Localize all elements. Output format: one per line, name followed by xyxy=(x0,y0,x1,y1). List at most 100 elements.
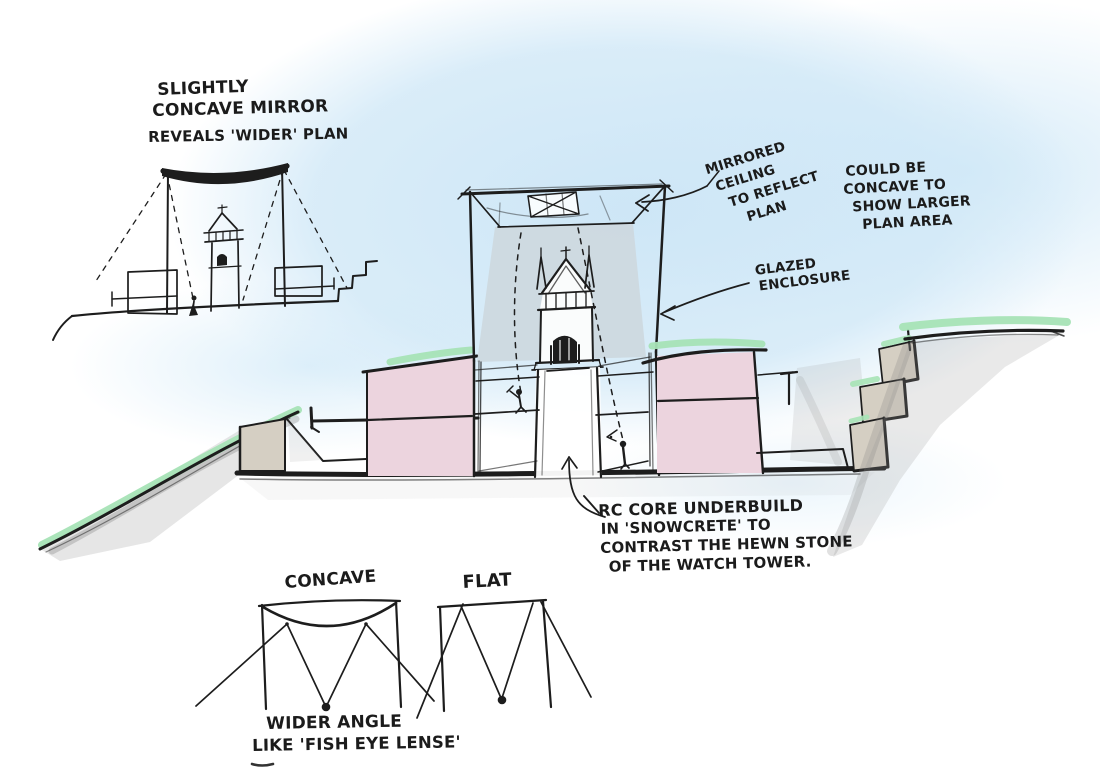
sketch-figure-head xyxy=(191,295,197,301)
left-room-roof-grass xyxy=(386,346,475,366)
reflected-plan-diag2 xyxy=(530,191,577,218)
core-arrow-head1 xyxy=(561,456,570,470)
concave-ray-inner-right xyxy=(326,623,367,706)
core-arrow-stem xyxy=(568,459,606,518)
sketch-cone-ray1 xyxy=(93,173,167,285)
sketch-cornice-top xyxy=(203,229,244,234)
concave-ray-outer-left xyxy=(195,623,288,707)
podium-line1 xyxy=(534,358,601,365)
mirrored-ceiling xyxy=(470,186,665,228)
podium-link-left xyxy=(533,362,537,371)
right-hill-fork-end xyxy=(1047,329,1065,337)
right-bay-inner-wall xyxy=(648,352,651,467)
terrace-c-shadow xyxy=(852,416,890,473)
sketch-tower-base-line xyxy=(208,265,242,269)
flat-ray-outer-left xyxy=(416,603,464,719)
enclosure-right-frame xyxy=(654,184,667,354)
corner-tick-left xyxy=(457,186,471,200)
tower-body-right xyxy=(591,307,594,362)
terrace-a-fill xyxy=(879,341,918,386)
watch-tower xyxy=(531,245,604,371)
reflected-plan-tick1 xyxy=(545,193,549,217)
core-arrow-head2 xyxy=(568,456,578,469)
figure-left xyxy=(506,385,527,414)
figure-right xyxy=(606,429,630,470)
core-arrow xyxy=(561,456,606,518)
annotation-slightly-line3: REVEALS 'WIDER' PLAN xyxy=(148,124,349,146)
sketch-steps xyxy=(337,260,378,302)
sketch-mirror-knob-left xyxy=(160,168,166,174)
left-bay-inner-wall xyxy=(479,361,482,472)
right-room xyxy=(641,338,768,475)
flat-mirror-diagram xyxy=(416,598,592,719)
figure-right-view-mark xyxy=(606,429,618,442)
figure-left-leg2 xyxy=(520,406,527,413)
right-room-floor-line xyxy=(656,396,760,403)
reflected-plan-tick2 xyxy=(561,192,565,216)
enclosure-top-frame xyxy=(460,184,671,196)
flat-ray-inner-left xyxy=(460,605,502,699)
concave-top-line xyxy=(257,599,402,608)
caption-wider-angle-line1: WIDER ANGLE xyxy=(266,711,403,734)
right-hill-shading xyxy=(833,333,1063,557)
left-bay-floor-lower xyxy=(474,409,540,415)
tower-body-left xyxy=(539,309,542,363)
sketch-cornice-bottom xyxy=(204,238,244,243)
tower-doorway xyxy=(553,335,577,364)
figure-left-leg1 xyxy=(515,406,522,414)
concave-focus-dot xyxy=(321,702,331,712)
sketch-tower-side-right xyxy=(237,240,240,309)
sketch-post-right xyxy=(281,166,286,307)
concave-post-left xyxy=(260,603,268,711)
terrace-b-fill xyxy=(860,379,907,423)
cut-slope-shading xyxy=(288,420,322,462)
reflected-plan xyxy=(527,191,580,218)
right-hill-grass xyxy=(899,316,1071,331)
glazed-arrow-curve xyxy=(664,282,750,313)
flat-ray-inner-right xyxy=(501,602,534,699)
cornice-top xyxy=(538,290,595,295)
annotation-could-be: COULD BE CONCAVE TO SHOW LARGER PLAN ARE… xyxy=(842,156,972,235)
flat-top-line xyxy=(436,598,548,609)
caption-wider-angle-line2: LIKE 'FISH EYE LENSE' xyxy=(252,732,461,755)
mirrored-ceiling-arrowhead1 xyxy=(635,194,650,204)
right-hill-surface-line2 xyxy=(911,333,1059,344)
enclosure-top-frame2 xyxy=(465,183,663,191)
sketch-view-cone xyxy=(93,169,348,304)
glazed-arrowhead2 xyxy=(660,313,675,321)
core-inner-left xyxy=(541,370,546,476)
sketch-cone-ray4 xyxy=(242,169,284,301)
tower-gable xyxy=(540,257,593,295)
sketch-room-right-outline xyxy=(274,265,323,297)
left-hillside xyxy=(38,406,367,561)
sketch-cliff-edge xyxy=(52,315,73,341)
sketch-room-left xyxy=(111,269,178,315)
sketch-post-left xyxy=(166,170,169,314)
glazed-enclosure-arrow xyxy=(660,282,750,321)
courtyard-floor xyxy=(756,448,849,469)
entry-arrow-tick xyxy=(310,426,320,433)
tower-gable-inner xyxy=(547,265,586,295)
rc-core xyxy=(533,366,606,518)
right-hillside xyxy=(827,316,1071,557)
sketch-tower-window xyxy=(217,254,227,266)
figure-right-leg2 xyxy=(624,463,630,469)
figure-left-body xyxy=(518,394,522,408)
right-hill-shade-band xyxy=(827,343,912,556)
flat-ray-outer-right xyxy=(540,601,592,698)
main-section-drawing xyxy=(38,179,1071,561)
basement-floor-line2 xyxy=(239,473,861,481)
sketch-room-left-outline xyxy=(127,269,178,315)
sketch-tower-side-left xyxy=(210,242,213,312)
sketch-tower xyxy=(203,204,244,312)
left-bay-roof-diag xyxy=(474,364,538,371)
figure-left-scope xyxy=(506,385,514,393)
enclosure-left-frame xyxy=(468,190,476,363)
annotation-slightly-line1: SLIGHTLY xyxy=(157,76,249,100)
sketch-mirror-knob-right xyxy=(284,163,290,169)
right-wall-below2 xyxy=(650,352,654,473)
figure-right-view-dot xyxy=(609,435,613,439)
sight-line-right xyxy=(577,227,625,445)
left-bay-floor-diag xyxy=(478,460,538,472)
left-wall-below2 xyxy=(477,360,480,473)
